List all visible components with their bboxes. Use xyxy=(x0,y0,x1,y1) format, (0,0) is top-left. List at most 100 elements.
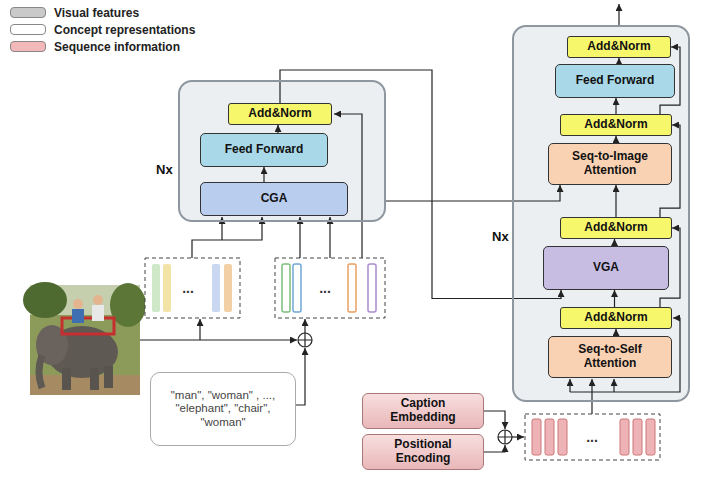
photo xyxy=(62,368,71,390)
feed-forward-box: Feed Forward xyxy=(555,64,675,98)
wires xyxy=(199,319,200,340)
ellipsis-label: ... xyxy=(182,280,194,296)
wires xyxy=(329,217,330,258)
box-text: Add&Norm xyxy=(248,107,311,121)
plus-symbol xyxy=(498,430,512,444)
box-text: Seq-to-Self Attention xyxy=(553,343,667,371)
concept-vectors xyxy=(275,258,385,318)
add-norm-box: Add&Norm xyxy=(560,217,672,239)
legend-text: Concept representations xyxy=(54,23,195,37)
photo xyxy=(104,366,113,388)
add-norm-box: Add&Norm xyxy=(567,36,671,58)
box-text: "man", "woman" , ..., "elephant", "chair… xyxy=(155,389,291,429)
concept-vectors xyxy=(275,258,385,318)
legend-swatch xyxy=(10,7,46,18)
connector xyxy=(615,98,616,114)
connector xyxy=(614,290,615,307)
photo xyxy=(90,368,99,390)
wires xyxy=(512,436,524,437)
box-text: Add&Norm xyxy=(584,221,647,235)
wires xyxy=(613,379,614,392)
connector xyxy=(615,329,616,336)
legend: Visual featuresConcept representationsSe… xyxy=(10,4,195,55)
repeat-label: Nx xyxy=(492,229,509,244)
encoder-fill xyxy=(179,81,385,221)
visual-feature-vectors xyxy=(145,258,240,318)
visual-feature-vectors xyxy=(145,258,240,318)
wires xyxy=(140,4,680,452)
photo xyxy=(23,282,67,318)
vga-box: VGA xyxy=(543,246,669,290)
legend-swatch xyxy=(10,24,46,35)
wires xyxy=(304,319,305,333)
attention-box: Seq-to-Image Attention xyxy=(548,143,672,185)
connector xyxy=(615,136,616,143)
photo xyxy=(62,318,114,334)
connector xyxy=(386,185,560,201)
add-norm-box: Add&Norm xyxy=(560,114,672,136)
feed-forward-box: Feed Forward xyxy=(200,133,328,167)
legend-text: Sequence information xyxy=(54,40,180,54)
decoder-block: NxAdd&NormFeed ForwardAdd&NormSeq-to-Ima… xyxy=(512,25,690,402)
connector xyxy=(614,239,615,246)
connector xyxy=(277,125,278,133)
box-text: CGA xyxy=(261,192,288,206)
plus-symbol xyxy=(298,333,312,347)
add-norm-box: Add&Norm xyxy=(560,307,672,329)
embedding-box: Caption Embedding xyxy=(362,393,484,429)
wires xyxy=(484,445,505,452)
box-text: VGA xyxy=(593,261,619,275)
encoding-box: Positional Encoding xyxy=(362,434,484,470)
encoder-block: NxAdd&NormFeed ForwardCGA xyxy=(178,80,386,222)
visual-feature-vectors xyxy=(152,264,160,312)
wires xyxy=(618,4,619,25)
sequence-vectors xyxy=(633,419,642,455)
photo xyxy=(93,295,103,305)
box-text: Caption Embedding xyxy=(367,397,479,425)
wires xyxy=(140,339,297,340)
plus-symbol xyxy=(298,333,312,347)
box-text: Add&Norm xyxy=(584,311,647,325)
box-text: Feed Forward xyxy=(225,143,304,157)
concept-vectors xyxy=(293,264,301,312)
photo xyxy=(92,305,104,321)
box-text: Positional Encoding xyxy=(367,438,479,466)
visual-feature-vectors xyxy=(163,264,171,312)
visual-feature-vectors xyxy=(212,264,220,312)
legend-row: Visual features xyxy=(10,4,195,21)
wires xyxy=(299,217,300,258)
wires xyxy=(192,217,262,258)
photo xyxy=(39,355,42,388)
box-text: Add&Norm xyxy=(584,118,647,132)
legend-row: Sequence information xyxy=(10,38,195,55)
wires xyxy=(296,348,305,405)
repeat-label: Nx xyxy=(156,162,173,177)
visual-feature-vectors xyxy=(224,264,232,312)
box-text: Add&Norm xyxy=(587,40,650,54)
add-norm-box: Add&Norm xyxy=(228,103,332,125)
concept-vectors xyxy=(368,264,376,312)
legend-text: Visual features xyxy=(54,6,139,20)
concept-vectors xyxy=(282,264,290,312)
photo xyxy=(73,299,83,309)
sequence-vectors xyxy=(545,419,554,455)
decoder-fill xyxy=(513,26,689,401)
wires xyxy=(570,391,614,392)
sequence-vectors xyxy=(646,419,655,455)
sequence-vectors xyxy=(620,419,629,455)
ellipsis-label: ... xyxy=(586,429,598,445)
sequence-vectors xyxy=(525,414,660,460)
photo xyxy=(72,309,84,323)
connector xyxy=(615,185,616,217)
wires xyxy=(569,379,570,392)
wires xyxy=(591,379,592,414)
plus-symbol xyxy=(498,430,512,444)
legend-swatch xyxy=(10,41,46,52)
cga-box: CGA xyxy=(200,182,348,216)
wires xyxy=(484,411,505,429)
photo xyxy=(23,282,146,395)
plus-symbol xyxy=(298,333,512,444)
box-text: Seq-to-Image Attention xyxy=(553,150,667,178)
ellipsis-label: ... xyxy=(319,280,331,296)
connector xyxy=(263,167,264,182)
